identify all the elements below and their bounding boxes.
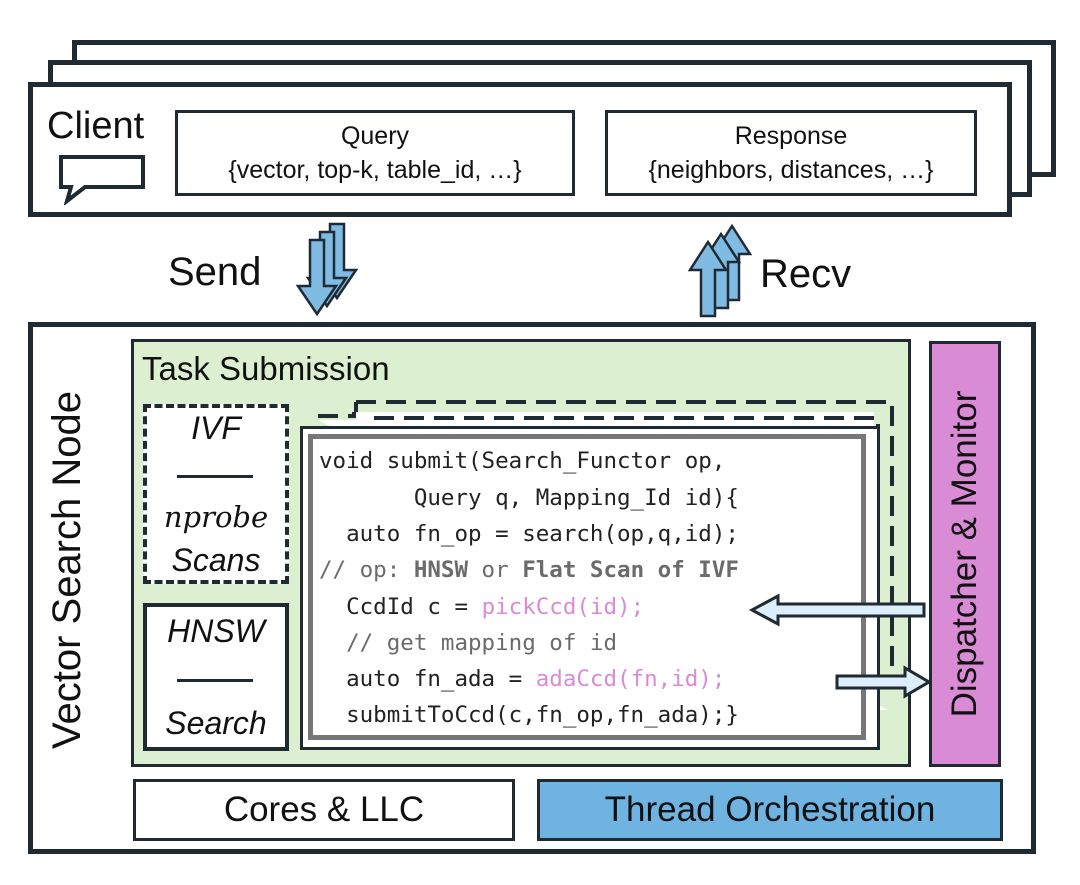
code-line-8: submitToCcd(c,fn_op,fn_ada);}	[319, 702, 739, 728]
node-label: Vector Search Node	[45, 391, 89, 749]
cores-llc-label: Cores & LLC	[223, 790, 425, 829]
cores-llc-box: Cores & LLC	[133, 779, 515, 841]
code-line-5a: CcdId c =	[319, 594, 482, 620]
ivf-box: IVF nprobe Scans	[143, 404, 289, 584]
ivf-divider	[177, 475, 253, 478]
code-line-7a: auto fn_ada =	[319, 666, 536, 692]
code-line-5: CcdId c = pickCcd(id);	[319, 596, 644, 619]
chat-bubble-icon	[59, 155, 145, 205]
query-fields: {vector, top-k, table_id, …}	[228, 156, 522, 184]
hnsw-box: HNSW Search	[143, 603, 289, 751]
response-box: Response {neighbors, distances, …}	[605, 110, 977, 196]
code-line-7: auto fn_ada = adaCcd(fn,id);	[319, 668, 725, 691]
query-box: Query {vector, top-k, table_id, …}	[175, 110, 575, 196]
thread-orchestration-label: Thread Orchestration	[604, 790, 936, 829]
code-line-5b: pickCcd(id);	[481, 594, 645, 620]
code-line-4: // op: HNSW or Flat Scan of IVF	[319, 559, 739, 582]
code-line-3: auto fn_op = search(op,q,id);	[319, 521, 739, 547]
response-fields: {neighbors, distances, …}	[648, 156, 934, 184]
client-label: Client	[47, 105, 145, 147]
recv-arrow-icon	[687, 223, 753, 318]
ivf-nprobe: nprobe	[163, 500, 269, 534]
hnsw-divider	[177, 679, 253, 682]
send-label: Send	[168, 250, 262, 294]
dispatcher-monitor-panel: Dispatcher & Monitor	[929, 341, 1001, 767]
task-submission-title: Task Submission	[142, 350, 390, 387]
thread-orchestration-box: Thread Orchestration	[537, 779, 1003, 841]
ivf-scans: Scans	[171, 542, 261, 578]
code-line-2: Query q, Mapping_Id id){	[319, 485, 739, 511]
code-line-4a: // op:	[319, 557, 414, 583]
code-line-6: // get mapping of id	[319, 630, 618, 656]
query-title: Query	[340, 122, 410, 150]
code-line-7b: adaCcd(fn,id);	[535, 666, 726, 692]
code-inner: void submit(Search_Functor op, Query q, …	[308, 434, 866, 740]
code-line-4c: or	[468, 557, 523, 583]
ivf-title: IVF	[191, 410, 241, 446]
send-arrow-icon	[295, 222, 359, 317]
hnsw-title: HNSW	[167, 613, 265, 649]
ada-ccd-arrow-icon	[835, 665, 932, 699]
response-title: Response	[734, 122, 848, 150]
vector-search-node: Vector Search Node Task Submission IVF n…	[28, 322, 1036, 854]
pick-ccd-arrow-icon	[748, 593, 926, 627]
task-submission-panel: Task Submission IVF nprobe Scans HNSW Se…	[131, 339, 911, 767]
hnsw-search: Search	[165, 705, 267, 741]
code-line-1: void submit(Search_Functor op,	[319, 448, 726, 474]
code-box: void submit(Search_Functor op, Query q, …	[300, 426, 880, 750]
dispatcher-label: Dispatcher & Monitor	[945, 390, 984, 718]
code-line-4d: Flat Scan of IVF	[522, 557, 739, 583]
client-panel: Client Query {vector, top-k, table_id, ……	[28, 82, 1012, 217]
code-line-4b: HNSW	[413, 557, 469, 583]
recv-label: Recv	[760, 252, 852, 296]
